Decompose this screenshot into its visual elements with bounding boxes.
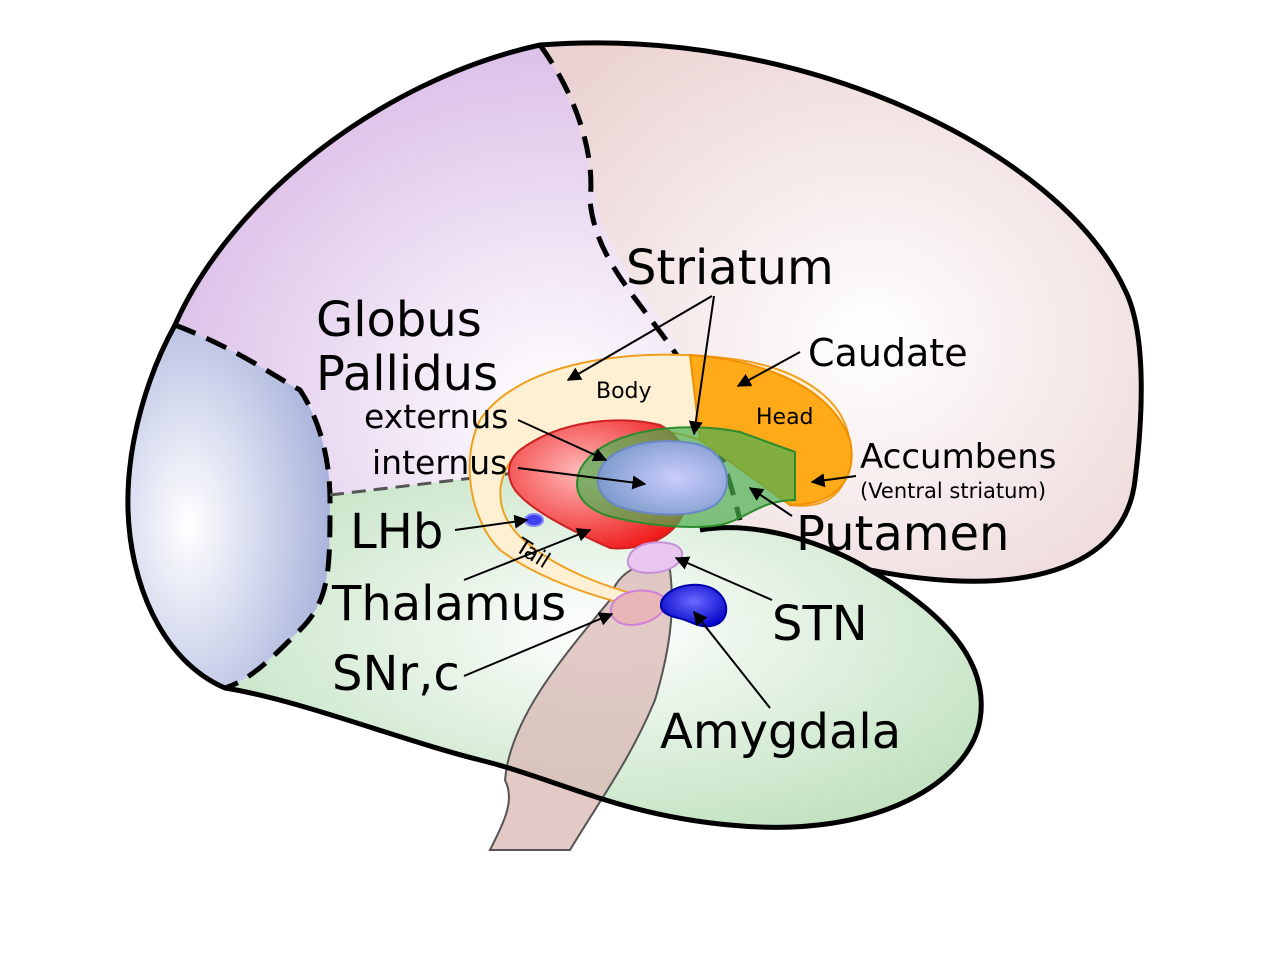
arrow-accumbens bbox=[810, 473, 857, 488]
arrow-striatum-body bbox=[566, 295, 713, 381]
label-lhb: LHb bbox=[350, 504, 443, 560]
arrow-lhb bbox=[454, 514, 529, 531]
label-thalamus: Thalamus bbox=[331, 576, 566, 632]
label-head: Head bbox=[756, 405, 814, 430]
amygdala bbox=[659, 583, 728, 628]
parieto-occipital-sulcus bbox=[174, 322, 333, 691]
label-ventral-striatum: (Ventral striatum) bbox=[860, 479, 1046, 503]
label-striatum: Striatum bbox=[626, 240, 834, 296]
label-stn: STN bbox=[772, 596, 868, 652]
arrow-internus bbox=[517, 467, 647, 490]
label-body: Body bbox=[596, 379, 652, 404]
arrow-thalamus bbox=[463, 528, 592, 581]
label-putamen: Putamen bbox=[796, 506, 1009, 562]
label-snrc: SNr,c bbox=[332, 646, 460, 702]
label-pallidus: Pallidus bbox=[316, 346, 498, 402]
arrow-snrc bbox=[463, 612, 614, 677]
sylvian-fissure bbox=[699, 525, 872, 573]
substantia-nigra bbox=[610, 589, 667, 627]
label-amygdala: Amygdala bbox=[660, 704, 901, 760]
lateral-boundary bbox=[329, 468, 541, 497]
brain-outline bbox=[125, 40, 1144, 830]
label-externus: externus bbox=[364, 397, 509, 436]
arrow-striatum-putamen bbox=[688, 295, 715, 436]
arrow-caudate bbox=[736, 351, 801, 387]
label-caudate: Caudate bbox=[808, 331, 968, 375]
occipital-lobe bbox=[127, 325, 330, 688]
globus-pallidus-internus bbox=[596, 440, 728, 516]
lhb bbox=[524, 513, 544, 527]
label-accumbens: Accumbens bbox=[860, 437, 1056, 477]
arrow-putamen bbox=[748, 487, 793, 517]
arrow-stn bbox=[674, 556, 773, 601]
arrow-amygdala bbox=[693, 610, 771, 709]
arrow-externus bbox=[517, 419, 608, 462]
caudate-head bbox=[688, 353, 853, 507]
label-internus: internus bbox=[372, 443, 507, 482]
label-globus: Globus bbox=[316, 292, 482, 348]
